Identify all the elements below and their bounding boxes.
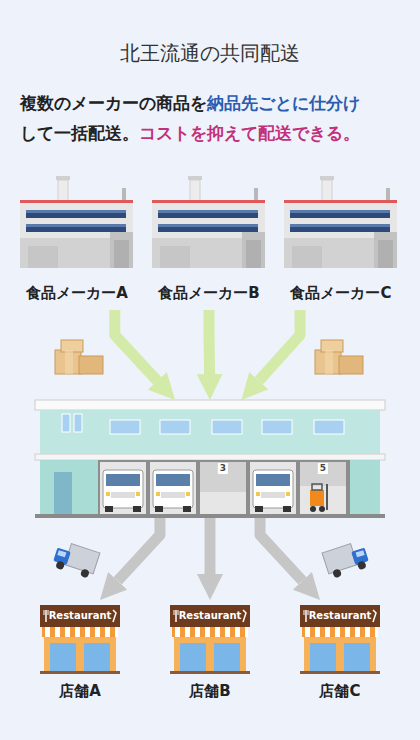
store-sign-text: Restaurant bbox=[309, 605, 372, 627]
store-label: 店舗C bbox=[319, 682, 360, 701]
store-label: 店舗B bbox=[189, 682, 230, 701]
store-node: Restaurant 店舗A bbox=[36, 600, 124, 705]
factory-illustration bbox=[152, 176, 265, 268]
maker-label: 食品メーカーB bbox=[158, 284, 259, 303]
delivery-truck bbox=[322, 540, 371, 580]
store-illustration bbox=[40, 605, 120, 674]
cargo-boxes bbox=[55, 340, 103, 374]
lead-phrase: コストを抑えて配送できる。 bbox=[139, 123, 360, 143]
delivery-truck bbox=[51, 540, 100, 580]
maker-node: 食品メーカーB bbox=[146, 172, 272, 310]
truck-illustration bbox=[103, 470, 143, 512]
truck-illustration bbox=[253, 470, 293, 512]
store-label: 店舗A bbox=[59, 682, 101, 701]
maker-label: 食品メーカーC bbox=[290, 284, 391, 303]
store-illustration bbox=[300, 605, 380, 674]
store-node: Restaurant 店舗B bbox=[166, 600, 254, 705]
lead-phrase: して一括配送。 bbox=[20, 123, 139, 143]
warehouse-illustration bbox=[35, 400, 385, 518]
flow-arrow bbox=[205, 518, 216, 574]
store-node: Restaurant 店舗C bbox=[296, 600, 384, 705]
store-sign-text: Restaurant bbox=[179, 605, 242, 627]
lead-phrase: 複数のメーカーの商品を bbox=[20, 93, 207, 113]
maker-node: 食品メーカーA bbox=[14, 172, 140, 310]
maker-label: 食品メーカーA bbox=[26, 284, 128, 303]
door-number: 3 bbox=[218, 463, 228, 474]
flow-arrow bbox=[204, 310, 216, 374]
factory-illustration bbox=[284, 176, 397, 268]
flow-arrow bbox=[260, 518, 302, 581]
factory-illustration bbox=[20, 176, 133, 268]
store-illustration bbox=[170, 605, 250, 674]
flow-arrow bbox=[115, 310, 158, 381]
flow-arrow bbox=[259, 310, 300, 381]
lead-text: 複数のメーカーの商品を納品先ごとに仕分けして一括配送。コストを抑えて配送できる。 bbox=[20, 88, 372, 148]
cargo-boxes bbox=[315, 340, 363, 374]
flow-arrow bbox=[118, 518, 160, 581]
depot-node: 35 bbox=[35, 400, 385, 518]
maker-node: 食品メーカーC bbox=[278, 172, 404, 310]
diagram-title: 北王流通の共同配送 bbox=[0, 40, 420, 67]
truck-illustration bbox=[153, 470, 193, 512]
door-number: 5 bbox=[318, 463, 328, 474]
forklift-illustration bbox=[310, 484, 327, 512]
lead-phrase: 納品先ごとに仕分け bbox=[207, 93, 360, 113]
store-sign-text: Restaurant bbox=[49, 605, 112, 627]
